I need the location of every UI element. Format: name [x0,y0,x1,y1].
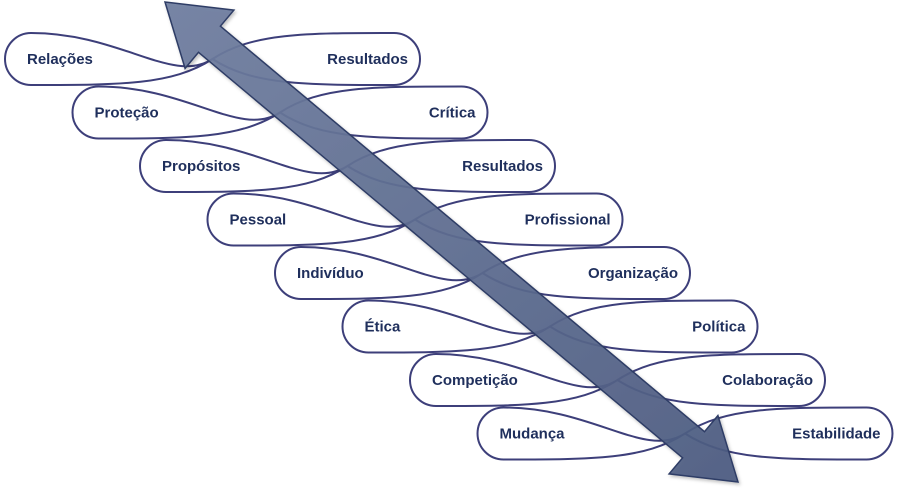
right-pole-label: Organização [588,265,678,282]
right-pole-label: Resultados [327,51,408,68]
right-pole-label: Profissional [525,212,611,229]
right-pole-label: Política [692,319,746,336]
left-pole-label: Propósitos [162,158,240,175]
left-pole-label: Competição [432,372,518,389]
left-pole-label: Indivíduo [297,265,364,282]
left-pole-label: Relações [27,51,93,68]
left-pole-label: Proteção [95,105,159,122]
left-pole-label: Ética [365,319,402,336]
double-arrow [163,1,740,483]
right-pole-label: Resultados [462,158,543,175]
right-pole-label: Colaboração [722,372,813,389]
right-pole-label: Estabilidade [792,426,880,443]
right-pole-label: Crítica [429,105,476,122]
left-pole-label: Mudança [500,426,566,443]
double-headed-arrow [163,1,740,483]
left-pole-label: Pessoal [230,212,287,229]
